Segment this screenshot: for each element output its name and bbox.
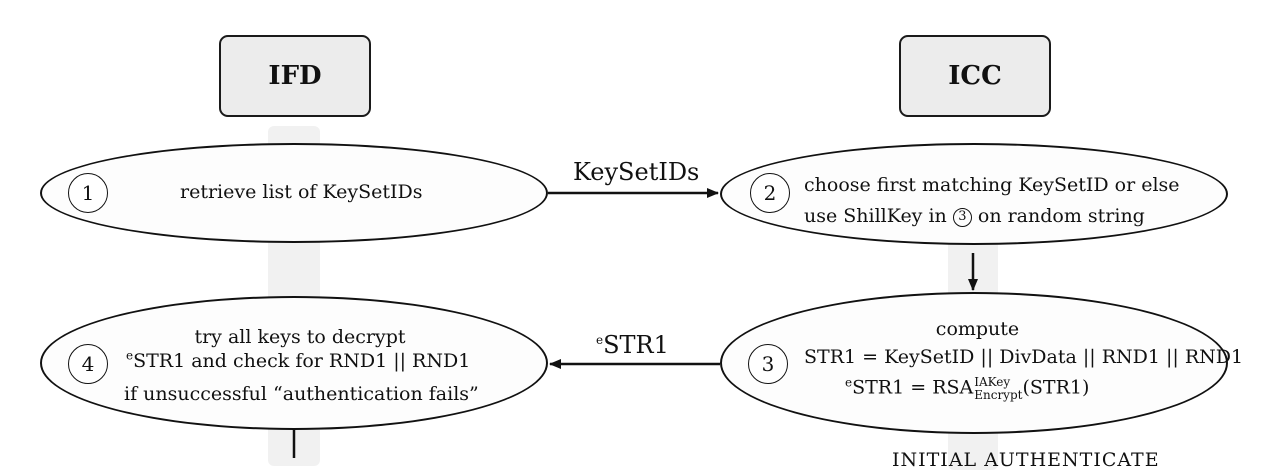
step-3-line-2: STR1 = KeySetID || DivData || RND1 || RN… — [804, 346, 1244, 368]
step-4-sup-e: e — [126, 348, 134, 363]
arrows-layer — [292, 188, 978, 458]
step-4-number: 4 — [68, 344, 108, 384]
step-2-line-2b: on random string — [977, 205, 1145, 227]
step-4-ellipse — [40, 296, 548, 430]
message-keysetids-label: KeySetIDs — [573, 158, 700, 186]
step-3-line-3b: (STR1) — [1022, 376, 1090, 399]
icc-actor-box: ICC — [899, 35, 1051, 117]
step-3-ellipse — [720, 292, 1228, 434]
message-estr1-label: eSTR1 — [596, 331, 669, 359]
step-3-line-3a: STR1 = RSA — [852, 376, 974, 399]
message-estr1-sup-e: e — [596, 333, 604, 347]
step-4-line-3: if unsuccessful “authentication fails” — [124, 383, 479, 405]
ifd-actor-box: IFD — [219, 35, 371, 117]
step-1-ellipse — [40, 143, 548, 243]
message-estr1-text: STR1 — [603, 331, 669, 359]
step-2-number: 2 — [750, 173, 790, 213]
step-2-line-2: use ShillKey in 3 on random string — [804, 205, 1145, 228]
step-2-line-1: choose first matching KeySetID or else — [804, 174, 1180, 196]
step-3-number: 3 — [748, 344, 788, 384]
step-2-line-2a: use ShillKey in — [804, 205, 947, 227]
step-4-line-2: eSTR1 and check for RND1 || RND1 — [126, 350, 470, 373]
step-3-sup-e: e — [845, 375, 853, 390]
step-2-ref-circle: 3 — [952, 207, 972, 227]
cutoff-label: INITIAL AUTHENTICATE — [892, 449, 1160, 471]
step-3-sub-encrypt: Encrypt — [974, 387, 1023, 402]
step-4-line-2-text: STR1 and check for RND1 || RND1 — [133, 350, 471, 372]
step-1-text: retrieve list of KeySetIDs — [180, 181, 423, 203]
step-3-sup-iakey: IAKey — [974, 375, 1011, 389]
step-3-line-1: compute — [935, 318, 1020, 340]
step-2-ellipse — [720, 143, 1228, 245]
step-4-line-1: try all keys to decrypt — [194, 326, 406, 348]
step-1-number: 1 — [68, 173, 108, 213]
